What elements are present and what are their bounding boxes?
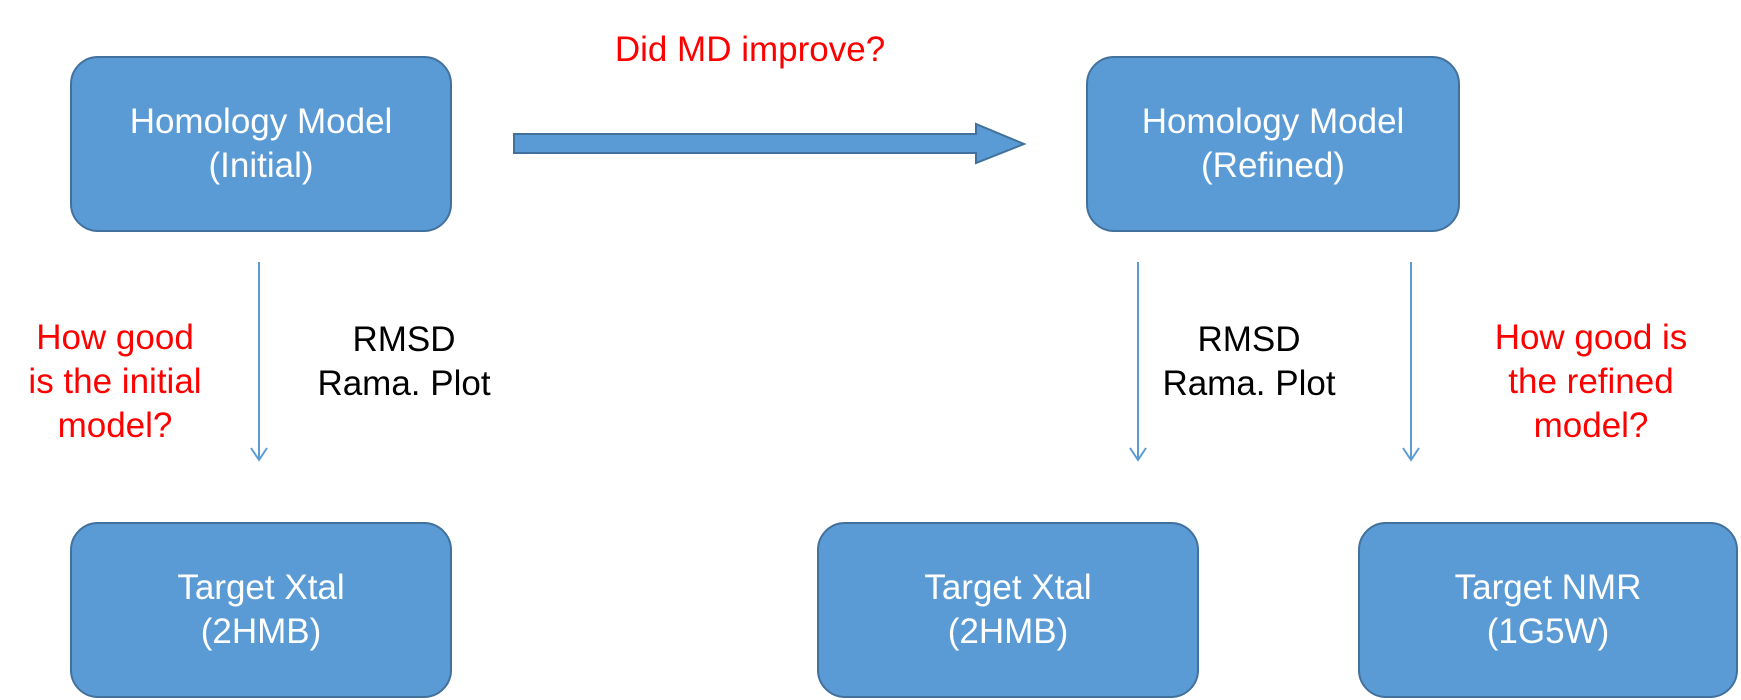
box-line-2: (Refined)	[1201, 146, 1345, 185]
box-line-1: Target Xtal	[177, 568, 345, 607]
box-line-2: (1G5W)	[1486, 612, 1610, 651]
box-line-1: Target NMR	[1454, 568, 1642, 607]
question-line-2: is the initial	[28, 362, 202, 401]
question-line-1: How good is	[1494, 318, 1688, 357]
box-line-2: (2HMB)	[947, 612, 1069, 651]
box-line-2: (2HMB)	[200, 612, 322, 651]
metric-line-2: Rama. Plot	[317, 364, 491, 403]
metric-line-2: Rama. Plot	[1162, 364, 1336, 403]
homology-model-refined-box: Homology Model (Refined)	[1086, 56, 1460, 232]
box-line-1: Homology Model	[129, 102, 393, 141]
target-nmr-box: Target NMR (1G5W)	[1358, 522, 1738, 698]
down-arrow-initial	[250, 262, 268, 462]
metric-line-1: RMSD	[352, 320, 456, 359]
md-refinement-arrow	[513, 122, 1027, 165]
homology-model-initial-box: Homology Model (Initial)	[70, 56, 452, 232]
question-text: Did MD improve?	[614, 30, 886, 69]
initial-model-question: How good is the initial model?	[10, 316, 220, 448]
question-line-3: model?	[1533, 406, 1649, 445]
down-arrow-refined-xtal	[1129, 262, 1147, 462]
target-xtal-left-box: Target Xtal (2HMB)	[70, 522, 452, 698]
box-line-1: Target Xtal	[924, 568, 1092, 607]
question-line-2: the refined	[1508, 362, 1674, 401]
question-line-3: model?	[57, 406, 173, 445]
metrics-left-label: RMSD Rama. Plot	[298, 318, 510, 406]
refined-model-question: How good is the refined model?	[1476, 316, 1706, 448]
down-arrow-refined-nmr	[1402, 262, 1420, 462]
metric-line-1: RMSD	[1197, 320, 1301, 359]
box-line-1: Homology Model	[1141, 102, 1405, 141]
metrics-right-label: RMSD Rama. Plot	[1143, 318, 1355, 406]
question-line-1: How good	[36, 318, 194, 357]
md-improve-question: Did MD improve?	[590, 28, 910, 72]
target-xtal-right-box: Target Xtal (2HMB)	[817, 522, 1199, 698]
box-line-2: (Initial)	[208, 146, 314, 185]
